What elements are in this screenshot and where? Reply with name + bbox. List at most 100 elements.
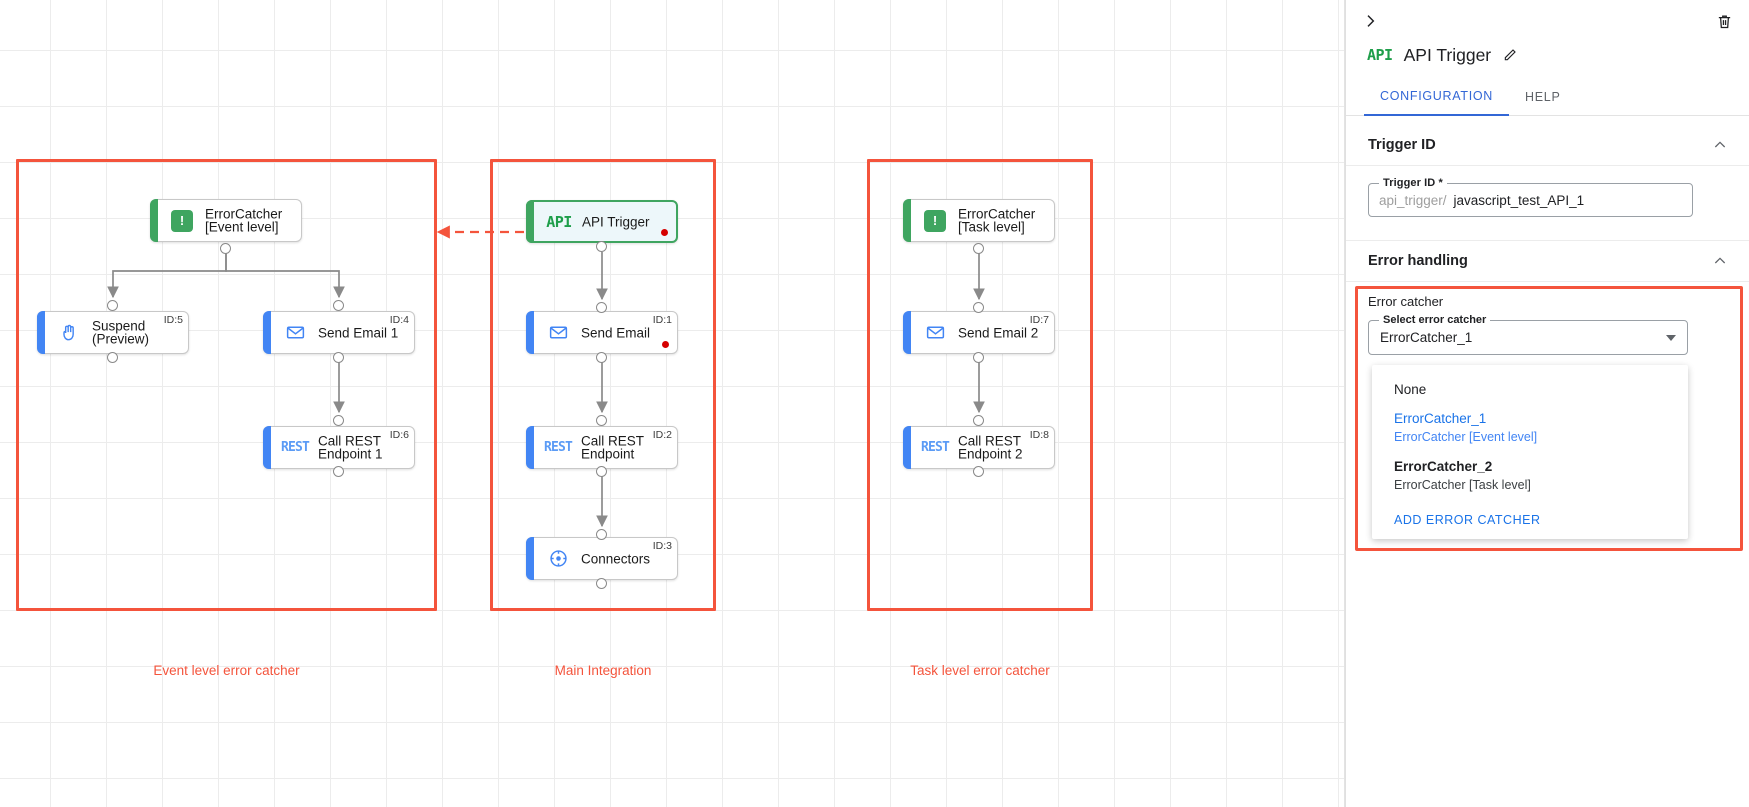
- port-in[interactable]: [333, 415, 344, 426]
- error-catcher-block: Error catcher Select error catcher Error…: [1355, 286, 1743, 551]
- workflow-canvas[interactable]: Event level error catcher Main Integrati…: [0, 0, 1345, 807]
- node-accent-bar: [526, 537, 534, 580]
- option-label: ErrorCatcher_2: [1394, 459, 1493, 474]
- node-accent-bar: [903, 311, 911, 354]
- rest-icon: REST: [280, 440, 310, 455]
- port-out[interactable]: [596, 352, 607, 363]
- add-error-catcher-button[interactable]: ADD ERROR CATCHER: [1394, 513, 1541, 527]
- node-accent-bar: [526, 311, 534, 354]
- node-errorcatcher-task[interactable]: ! ErrorCatcher [Task level]: [903, 199, 1055, 242]
- group-task-level[interactable]: [867, 159, 1093, 611]
- rest-icon: REST: [543, 440, 573, 455]
- node-accent-bar: [263, 311, 271, 354]
- node-errorcatcher-event[interactable]: ! ErrorCatcher [Event level]: [150, 199, 302, 242]
- port-out[interactable]: [107, 352, 118, 363]
- group-event-level[interactable]: [16, 159, 437, 611]
- tab-help[interactable]: HELP: [1525, 90, 1561, 104]
- pencil-icon[interactable]: [1502, 47, 1518, 63]
- node-send-email-2[interactable]: Send Email 2 ID:7: [903, 311, 1055, 354]
- node-api-trigger[interactable]: API API Trigger: [526, 200, 678, 243]
- node-label: ErrorCatcher [Event level]: [205, 206, 283, 235]
- section-trigger-id[interactable]: Trigger ID: [1346, 124, 1749, 166]
- error-catcher-icon: !: [169, 208, 195, 234]
- envelope-icon: [282, 320, 308, 346]
- dropdown-option-none[interactable]: None: [1372, 375, 1688, 404]
- trigger-id-input[interactable]: Trigger ID * api_trigger/ javascript_tes…: [1368, 177, 1693, 217]
- section-title: Error handling: [1368, 253, 1468, 269]
- trash-icon[interactable]: [1709, 6, 1739, 36]
- error-catcher-select-value: ErrorCatcher_1: [1380, 330, 1473, 345]
- node-label: API Trigger: [582, 213, 650, 229]
- port-in[interactable]: [973, 415, 984, 426]
- node-id-badge: ID:1: [652, 314, 672, 326]
- node-accent-bar: [37, 311, 45, 354]
- node-suspend[interactable]: Suspend (Preview) ID:5: [37, 311, 189, 354]
- node-id-badge: ID:8: [1029, 429, 1049, 441]
- api-icon: API: [1367, 46, 1393, 64]
- dropdown-option-errorcatcher-1[interactable]: ErrorCatcher_1 ErrorCatcher [Event level…: [1372, 404, 1688, 452]
- node-accent-bar: [526, 426, 534, 469]
- field-legend: Trigger ID *: [1379, 177, 1447, 189]
- section-error-handling[interactable]: Error handling: [1346, 240, 1749, 282]
- chevron-up-icon[interactable]: [1712, 253, 1728, 269]
- node-id-badge: ID:2: [652, 429, 672, 441]
- node-accent-bar: [263, 426, 271, 469]
- section-title: Trigger ID: [1368, 136, 1436, 153]
- port-in[interactable]: [107, 300, 118, 311]
- option-sublabel: ErrorCatcher [Event level]: [1394, 430, 1538, 444]
- error-catcher-icon: !: [922, 208, 948, 234]
- node-call-rest-endpoint[interactable]: REST Call REST Endpoint ID:2: [526, 426, 678, 469]
- port-out[interactable]: [596, 241, 607, 252]
- node-accent-bar: [150, 199, 158, 242]
- port-out[interactable]: [596, 578, 607, 589]
- node-call-rest-endpoint-2[interactable]: REST Call REST Endpoint 2 ID:8: [903, 426, 1055, 469]
- port-in[interactable]: [596, 415, 607, 426]
- node-accent-bar: [526, 200, 534, 243]
- trigger-id-prefix: api_trigger/: [1379, 192, 1447, 208]
- group-main-integration[interactable]: [490, 159, 716, 611]
- port-in[interactable]: [333, 300, 344, 311]
- node-send-email[interactable]: Send Email ID:1: [526, 311, 678, 354]
- tab-configuration[interactable]: CONFIGURATION: [1364, 78, 1510, 116]
- dropdown-option-errorcatcher-2[interactable]: ErrorCatcher_2 ErrorCatcher [Task level]: [1372, 452, 1688, 500]
- panel-tabs: CONFIGURATION HELP: [1346, 78, 1749, 116]
- api-icon: API: [546, 212, 572, 231]
- chevron-down-icon[interactable]: [1666, 334, 1676, 341]
- group-label-task-level: Task level error catcher: [910, 663, 1050, 678]
- port-out[interactable]: [333, 466, 344, 477]
- status-dot: [661, 229, 668, 236]
- port-out[interactable]: [973, 352, 984, 363]
- properties-panel: API API Trigger CONFIGURATION HELP Trigg…: [1345, 0, 1749, 807]
- node-label: Send Email 2: [958, 324, 1039, 340]
- port-out[interactable]: [973, 466, 984, 477]
- node-send-email-1[interactable]: Send Email 1 ID:4: [263, 311, 415, 354]
- page-title: API Trigger: [1403, 44, 1492, 65]
- chevron-up-icon[interactable]: [1712, 137, 1728, 153]
- node-connectors[interactable]: Connectors ID:3: [526, 537, 678, 580]
- chevron-right-icon[interactable]: [1355, 6, 1385, 36]
- node-id-badge: ID:5: [163, 314, 183, 326]
- port-out[interactable]: [333, 352, 344, 363]
- panel-title-row: API API Trigger: [1346, 38, 1518, 72]
- error-catcher-label: Error catcher: [1368, 294, 1444, 309]
- field-legend: Select error catcher: [1379, 314, 1491, 326]
- trigger-id-value[interactable]: javascript_test_API_1: [1453, 192, 1585, 208]
- error-catcher-dropdown[interactable]: None ErrorCatcher_1 ErrorCatcher [Event …: [1372, 365, 1688, 539]
- port-in[interactable]: [596, 302, 607, 313]
- status-dot: [662, 341, 669, 348]
- port-out[interactable]: [220, 243, 231, 254]
- node-label: Suspend (Preview): [92, 318, 150, 347]
- port-out[interactable]: [596, 466, 607, 477]
- node-label: ErrorCatcher [Task level]: [958, 206, 1036, 235]
- group-label-main-integration: Main Integration: [554, 663, 652, 678]
- node-id-badge: ID:7: [1029, 314, 1049, 326]
- port-in[interactable]: [973, 302, 984, 313]
- node-id-badge: ID:4: [389, 314, 409, 326]
- node-label: Send Email 1: [318, 324, 399, 340]
- option-label: None: [1394, 382, 1427, 397]
- error-catcher-select[interactable]: Select error catcher ErrorCatcher_1: [1368, 314, 1688, 355]
- port-out[interactable]: [973, 243, 984, 254]
- node-call-rest-endpoint-1[interactable]: REST Call REST Endpoint 1 ID:6: [263, 426, 415, 469]
- port-in[interactable]: [596, 529, 607, 540]
- node-label: Call REST Endpoint 2: [958, 433, 1023, 462]
